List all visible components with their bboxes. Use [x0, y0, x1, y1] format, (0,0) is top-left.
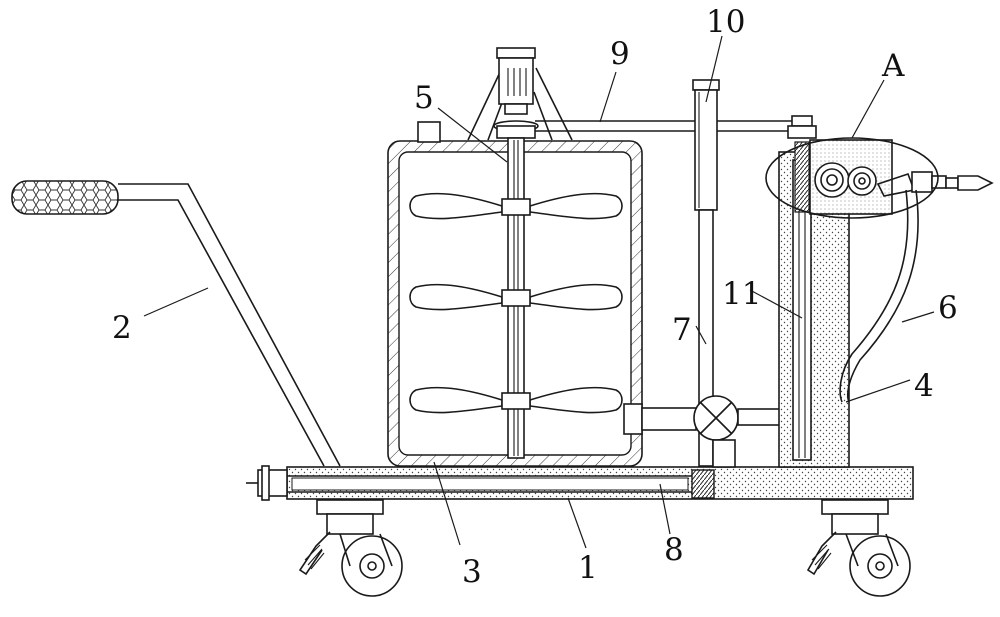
- drive-belt: [535, 115, 817, 139]
- label-11: 11: [722, 276, 761, 312]
- part-labels: 1 2 3 4 5 6 7 8 9 10 11 A: [112, 4, 958, 590]
- label-3: 3: [462, 554, 482, 590]
- label-7: 7: [672, 312, 692, 348]
- base-frame: [246, 465, 914, 501]
- label-4: 4: [914, 368, 934, 404]
- label-1: 1: [578, 550, 598, 586]
- right-caster-wheel: [806, 499, 911, 597]
- stirring-motor: [467, 47, 573, 141]
- label-10: 10: [706, 4, 745, 40]
- label-6: 6: [938, 290, 958, 326]
- outlet-pipe-valve: [641, 395, 783, 468]
- label-A: A: [881, 48, 905, 84]
- leader-lines: [143, 35, 935, 549]
- label-8: 8: [664, 532, 684, 568]
- label-9: 9: [610, 36, 630, 72]
- left-caster-wheel: [298, 499, 403, 597]
- spray-hose: [839, 189, 919, 403]
- push-handle: [11, 180, 341, 467]
- spray-head-detail: [765, 137, 994, 219]
- label-5: 5: [414, 80, 434, 116]
- label-2: 2: [112, 310, 132, 346]
- stirring-blades: [409, 192, 623, 414]
